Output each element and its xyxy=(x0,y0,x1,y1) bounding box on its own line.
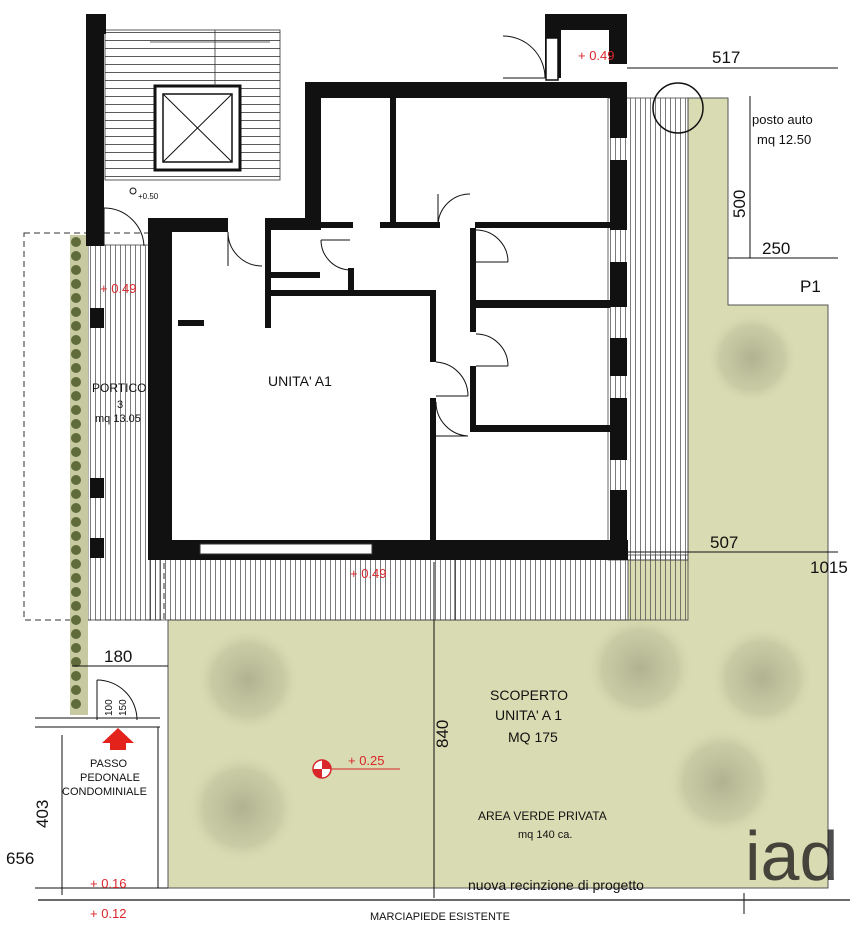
hedge-leaf xyxy=(71,587,81,597)
hedge-leaf xyxy=(71,489,81,499)
dimension-gate-100: 100 xyxy=(104,699,115,716)
parking-code: P1 xyxy=(800,277,821,296)
elevation-portico: + 0.49 xyxy=(100,281,137,296)
hedge-leaf xyxy=(71,657,81,667)
hedge-leaf xyxy=(71,517,81,527)
hedge-leaf xyxy=(71,265,81,275)
hedge-leaf xyxy=(71,615,81,625)
hedge-leaf xyxy=(71,251,81,261)
hedge-leaf xyxy=(71,405,81,415)
hedge-leaf xyxy=(71,671,81,681)
hedge-leaf xyxy=(71,461,81,471)
hedge-leaf xyxy=(71,321,81,331)
entrance-arrow-icon xyxy=(102,728,134,750)
hedge-leaf xyxy=(71,531,81,541)
elevation-street-1: + 0.16 xyxy=(90,876,127,891)
hedge-leaf xyxy=(71,293,81,303)
elevation-garden: + 0.25 xyxy=(348,753,385,768)
stair-level-marker xyxy=(129,187,137,195)
dimension-180: 180 xyxy=(104,647,132,666)
hedge-leaf xyxy=(71,419,81,429)
parking-marker xyxy=(652,82,704,134)
entrance-line2: PEDONALE xyxy=(80,772,140,784)
hedge-leaf xyxy=(71,545,81,555)
hedge-leaf xyxy=(71,559,81,569)
hedge-leaf xyxy=(71,433,81,443)
hedge-leaf xyxy=(71,447,81,457)
hedge-leaf xyxy=(71,699,81,709)
hedge-leaf xyxy=(71,629,81,639)
dimension-1015: 1015 xyxy=(810,558,848,577)
doors xyxy=(96,35,546,721)
door-leaf xyxy=(545,37,559,81)
hedge-leaf xyxy=(71,307,81,317)
garden-level-marker xyxy=(312,759,332,779)
parking-line1: posto auto xyxy=(752,112,813,127)
dimension-507: 507 xyxy=(710,533,738,552)
hedge xyxy=(70,235,88,715)
hedge-leaf xyxy=(71,335,81,345)
hedge-leaf xyxy=(71,377,81,387)
hedge-leaf xyxy=(71,685,81,695)
area-verde-title: AREA VERDE PRIVATA xyxy=(478,809,607,823)
dimension-517: 517 xyxy=(712,48,740,67)
portico-title: PORTICO xyxy=(92,381,146,395)
elevation-street-2: + 0.12 xyxy=(90,906,127,921)
hedge-leaf xyxy=(71,475,81,485)
area-verde-area: mq 140 ca. xyxy=(518,829,572,841)
hedge-leaf xyxy=(71,279,81,289)
scoperto-line2: UNITA' A 1 xyxy=(495,707,562,723)
hedge-leaf xyxy=(71,391,81,401)
dimension-lines xyxy=(35,67,850,914)
dimension-500: 500 xyxy=(730,190,749,218)
hedge-leaf xyxy=(71,349,81,359)
parking-line2: mq 12.50 xyxy=(757,132,811,147)
tree-group xyxy=(187,312,814,863)
dimension-250: 250 xyxy=(762,239,790,258)
dimension-840: 840 xyxy=(433,720,452,748)
stairwell xyxy=(104,29,281,181)
entrance-line1: PASSO xyxy=(90,758,128,770)
hedge-leaf xyxy=(71,573,81,583)
dimension-656: 656 xyxy=(6,849,34,868)
dimension-gate-150: 150 xyxy=(118,699,129,716)
elevation-terrace: + 0.49 xyxy=(350,566,387,581)
elevation-door-top: + 0.49 xyxy=(578,48,615,63)
hedge-leaf xyxy=(71,601,81,611)
dimension-403: 403 xyxy=(33,800,52,828)
portico-number: 3 xyxy=(117,399,123,411)
elevation-stair: +0.50 xyxy=(138,192,159,201)
scoperto-line3: MQ 175 xyxy=(508,729,558,745)
portico-area: mq 13.05 xyxy=(95,413,141,425)
hedge-leaf xyxy=(71,643,81,653)
hedge-leaf xyxy=(71,503,81,513)
scoperto-line1: SCOPERTO xyxy=(490,687,568,703)
hedge-leaf xyxy=(71,237,81,247)
interior-partitions xyxy=(160,98,610,555)
watermark: iad xyxy=(745,817,838,895)
sidewalk-note: MARCIAPIEDE ESISTENTE xyxy=(370,911,510,923)
hedge-leaf xyxy=(71,363,81,373)
fence-note: nuova recinzione di progetto xyxy=(468,877,644,893)
unit-label: UNITA' A1 xyxy=(268,373,332,389)
entrance-line3: CONDOMINIALE xyxy=(62,786,147,798)
